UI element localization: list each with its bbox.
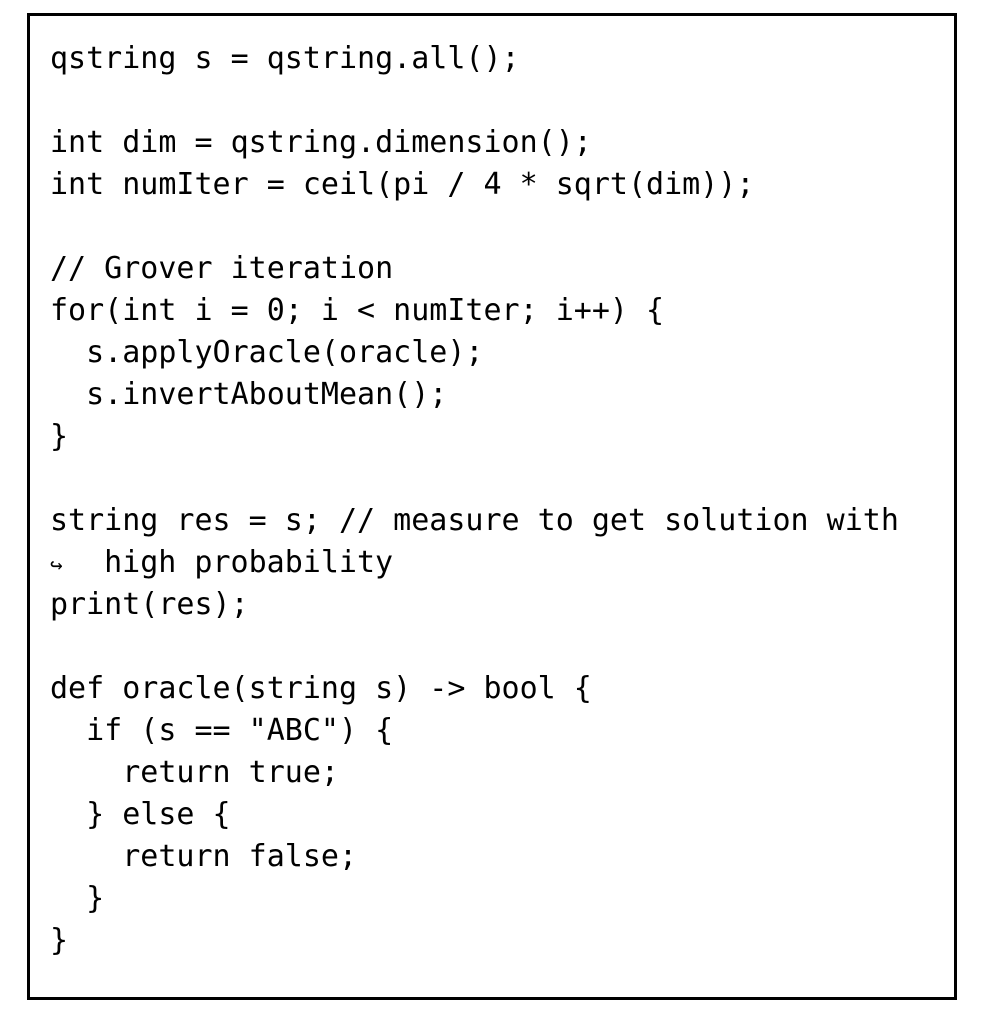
code-line-text: for(int i = 0; i < numIter; i++) { bbox=[50, 293, 665, 328]
code-line: int numIter = ceil(pi / 4 * sqrt(dim)); bbox=[50, 164, 954, 206]
code-line: return true; bbox=[50, 752, 954, 794]
code-line-text: s.applyOracle(oracle); bbox=[50, 335, 484, 370]
code-line: } bbox=[50, 920, 954, 962]
code-blank-line bbox=[50, 206, 954, 248]
code-line-text: return true; bbox=[50, 755, 339, 790]
code-line: } bbox=[50, 416, 954, 458]
code-line-text: high probability bbox=[68, 545, 394, 580]
code-line-text: return false; bbox=[50, 839, 358, 874]
code-line-text: int numIter = ceil(pi / 4 * sqrt(dim)); bbox=[50, 167, 755, 202]
code-blank-line bbox=[50, 80, 954, 122]
code-line: for(int i = 0; i < numIter; i++) { bbox=[50, 290, 954, 332]
code-line: string res = s; // measure to get soluti… bbox=[50, 500, 954, 542]
line-wrap-arrow-icon: ↪ bbox=[50, 553, 63, 577]
code-line-text: } bbox=[50, 923, 69, 958]
code-line: } bbox=[50, 878, 954, 920]
code-line: int dim = qstring.dimension(); bbox=[50, 122, 954, 164]
code-line-text: if (s == "ABC") { bbox=[50, 713, 394, 748]
code-line: qstring s = qstring.all(); bbox=[50, 38, 954, 80]
code-line-text: } bbox=[50, 419, 69, 454]
code-blank-line bbox=[50, 626, 954, 668]
code-line-text: qstring s = qstring.all(); bbox=[50, 41, 520, 76]
code-line-text: print(res); bbox=[50, 587, 249, 622]
code-line-text: // Grover iteration bbox=[50, 251, 394, 286]
code-line: if (s == "ABC") { bbox=[50, 710, 954, 752]
code-line: s.applyOracle(oracle); bbox=[50, 332, 954, 374]
code-line: s.invertAboutMean(); bbox=[50, 374, 954, 416]
code-listing-box: qstring s = qstring.all(); int dim = qst… bbox=[27, 13, 957, 1000]
code-line: return false; bbox=[50, 836, 954, 878]
code-blank-line bbox=[50, 458, 954, 500]
code-line: print(res); bbox=[50, 584, 954, 626]
code-wrapped-line: ↪ high probability bbox=[50, 542, 954, 584]
code-line-text: s.invertAboutMean(); bbox=[50, 377, 448, 412]
code-line-text: } else { bbox=[50, 797, 231, 832]
code-line: // Grover iteration bbox=[50, 248, 954, 290]
code-line-text: } bbox=[50, 881, 105, 916]
code-listing[interactable]: qstring s = qstring.all(); int dim = qst… bbox=[30, 16, 954, 962]
code-line: def oracle(string s) -> bool { bbox=[50, 668, 954, 710]
code-line-text: def oracle(string s) -> bool { bbox=[50, 671, 592, 706]
code-line-text: string res = s; // measure to get soluti… bbox=[50, 503, 899, 538]
code-line-text: int dim = qstring.dimension(); bbox=[50, 125, 592, 160]
code-line: } else { bbox=[50, 794, 954, 836]
